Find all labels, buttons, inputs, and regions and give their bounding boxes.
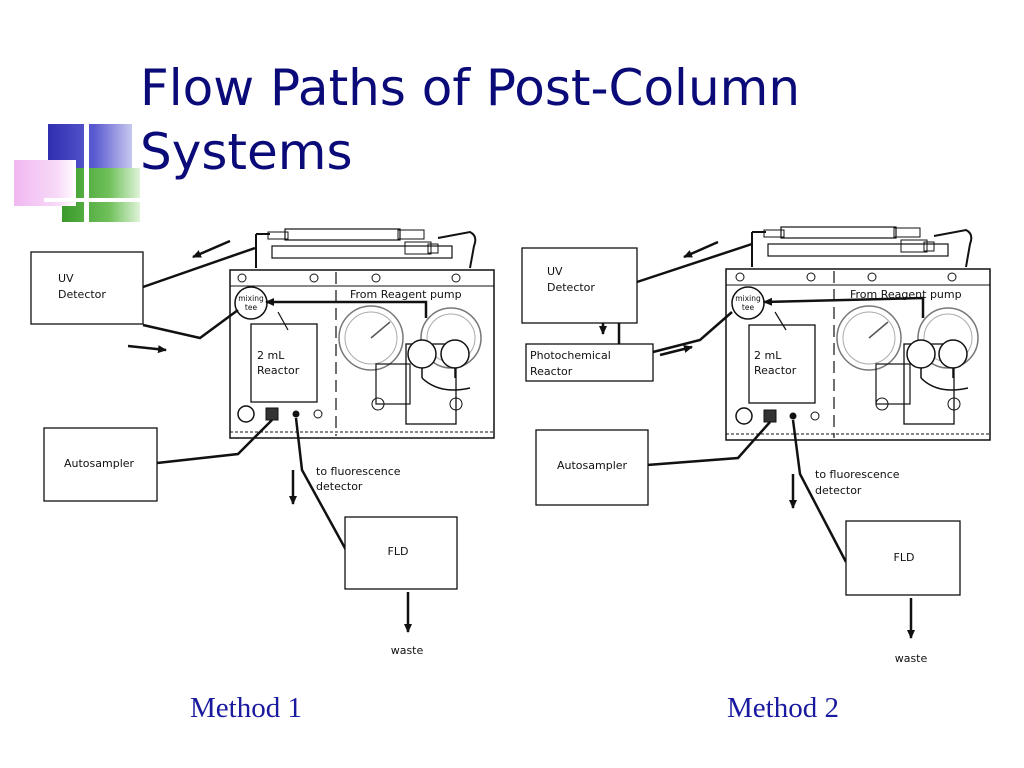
method1-fld-box <box>344 516 458 590</box>
method2-reactor-label-line1: 2 mL <box>754 349 782 362</box>
method2-waste-label: waste <box>895 652 928 665</box>
method2-caption: Method 2 <box>727 692 839 724</box>
decor-divider-vertical <box>84 120 89 224</box>
method1-autosampler-label: Autosampler <box>64 457 135 470</box>
method2-photochemical-reactor-box <box>525 343 654 382</box>
method2-photochemical-label-line2: Reactor <box>530 365 573 378</box>
method1-to-fld-label-line1: to fluorescence <box>316 465 401 478</box>
method1-caption: Method 1 <box>190 692 302 724</box>
method2-uv-label-line1: UV <box>547 265 563 278</box>
method2-reactor-label-line2: Reactor <box>754 364 797 377</box>
method2-reagent-pump-label: From Reagent pump <box>850 288 962 301</box>
method2-to-fld-label-line2: detector <box>815 484 862 497</box>
slide-title: Flow Paths of Post-Column Systems <box>140 59 801 181</box>
method2-uv-label-line2: Detector <box>547 281 595 294</box>
post-column-instrument <box>229 228 495 439</box>
method2-fld-box <box>845 520 961 596</box>
post-column-instrument <box>725 226 991 441</box>
method2-diagram: UV Detector Photochemical Reactor Autosa… <box>521 226 991 665</box>
decor-divider-horizontal <box>44 198 144 202</box>
method1-reactor-label-line1: 2 mL <box>257 349 285 362</box>
method1-reagent-pump-label: From Reagent pump <box>350 288 462 301</box>
method1-autosampler-box <box>43 427 158 502</box>
method1-to-fld-label-line2: detector <box>316 480 363 493</box>
method1-diagram: UV Detector Autosampler mixing tee From … <box>30 228 495 657</box>
method2-autosampler-box <box>535 429 649 506</box>
method1-uv-label-line2: Detector <box>58 288 106 301</box>
method2-autosampler-label: Autosampler <box>557 459 628 472</box>
method1-flow-lines <box>127 239 428 633</box>
method1-uv-label-line1: UV <box>58 272 74 285</box>
method2-uv-detector-box <box>521 247 638 324</box>
method2-mixing-tee-label-line2: tee <box>742 303 755 312</box>
method2-fld-label: FLD <box>894 551 915 564</box>
method1-fld-label: FLD <box>388 545 409 558</box>
method1-waste-label: waste <box>391 644 424 657</box>
method2-photochemical-label-line1: Photochemical <box>530 349 611 362</box>
method2-mixing-tee-label-line1: mixing <box>735 294 761 303</box>
method1-uv-detector-box <box>30 251 144 325</box>
method1-mixing-tee-label-line1: mixing <box>238 294 264 303</box>
method1-mixing-tee-label-line2: tee <box>245 303 258 312</box>
method1-reactor-label-line2: Reactor <box>257 364 300 377</box>
method2-to-fld-label-line1: to fluorescence <box>815 468 900 481</box>
